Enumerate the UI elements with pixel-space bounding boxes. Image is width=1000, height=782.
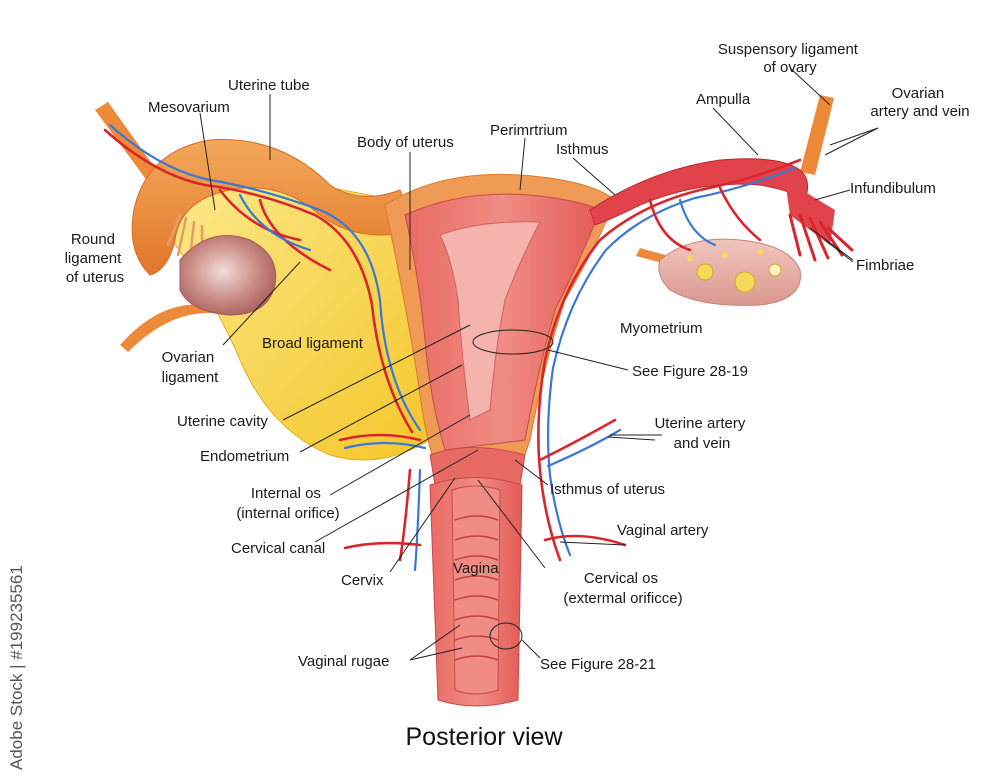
label-isthmus: Isthmus [556, 141, 609, 158]
label-vagina: Vagina [453, 560, 499, 577]
label-uterine-tube: Uterine tube [228, 77, 310, 94]
label-ampulla: Ampulla [696, 91, 751, 108]
vaginal-canal [451, 485, 501, 695]
ovary-left [179, 235, 277, 316]
ovary-follicles [687, 249, 782, 293]
leader-lines [199, 67, 879, 661]
label-vaginal-artery: Vaginal artery [617, 522, 709, 539]
caption-posterior-view: Posterior view [406, 723, 564, 751]
label-uterine-artery-vein: Uterine artery and vein [654, 415, 749, 452]
label-cervical-canal: Cervical canal [231, 540, 325, 557]
suspensory-ligament-left [95, 102, 160, 182]
label-cervix: Cervix [341, 572, 384, 589]
label-vaginal-rugae: Vaginal rugae [298, 653, 389, 670]
blood-vessels [103, 123, 802, 572]
label-ovarian-ligament: Ovarian ligament [162, 349, 220, 386]
label-mesovarium: Mesovarium [148, 99, 230, 116]
label-broad-ligament: Broad ligament [262, 335, 364, 352]
label-see-figure-2821: See Figure 28-21 [540, 656, 656, 673]
label-endometrium: Endometrium [200, 448, 289, 465]
label-infundibulum: Infundibulum [850, 180, 936, 197]
label-uterine-cavity: Uterine cavity [177, 413, 268, 430]
label-cervical-os: Cervical os (extermal orificce) [563, 570, 682, 607]
infundibulum-shape [785, 180, 835, 245]
figure-2819-circle [472, 329, 554, 355]
label-perimetrium: Perimrtrium [490, 122, 568, 139]
label-round-ligament: Round ligament of uterus [65, 231, 126, 286]
label-isthmus-of-uterus: Isthmus of uterus [550, 481, 665, 498]
watermark-text: Adobe Stock | #199235561 [7, 565, 26, 770]
vaginal-rugae-shape [454, 515, 499, 661]
label-see-figure-2819: See Figure 28-19 [632, 363, 748, 380]
label-internal-os: Internal os (internal orifice) [236, 485, 339, 522]
figure-2821-circle [489, 622, 523, 650]
label-ovarian-artery-vein: Ovarian artery and vein [870, 85, 969, 120]
uterine-tube-left [131, 139, 416, 276]
label-fimbriae: Fimbriae [856, 257, 914, 274]
label-body-of-uterus: Body of uterus [357, 134, 454, 151]
suspensory-ligament-right [800, 95, 834, 175]
label-myometrium: Myometrium [620, 320, 703, 337]
label-suspensory-ligament: Suspensory ligament of ovary [718, 41, 862, 76]
ovary-right [658, 238, 801, 306]
